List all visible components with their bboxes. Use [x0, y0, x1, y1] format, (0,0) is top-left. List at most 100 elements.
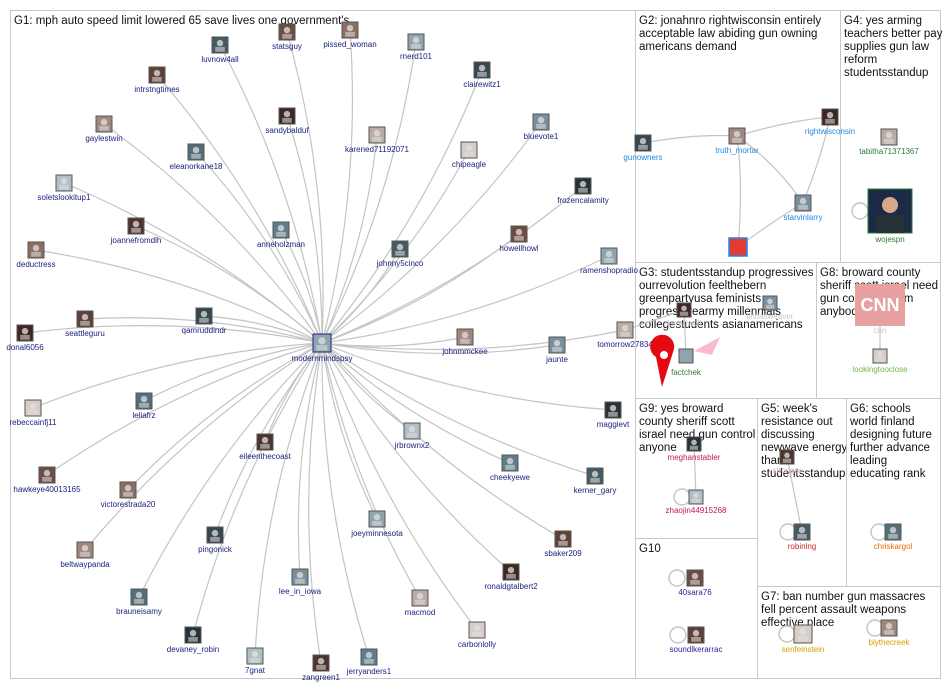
- node-ronaldgtalbert2[interactable]: ronaldgtalbert2: [484, 563, 538, 591]
- node-label: maggievt: [597, 420, 630, 429]
- edge-hub-eleanorkane18: [195, 151, 323, 344]
- node-rebeccainfj11[interactable]: rebeccainfj11: [10, 399, 58, 427]
- node-soundlkerarrac[interactable]: soundlkerarrac: [670, 626, 723, 654]
- node-frozencalamity[interactable]: frozencalamity: [557, 177, 609, 205]
- node-label: jaunte: [545, 355, 568, 364]
- node-intrstngtimes[interactable]: intrstngtimes: [134, 66, 180, 94]
- node-clairewitz1[interactable]: clairewitz1: [463, 61, 501, 89]
- node-avatar-unlabeled[interactable]: [728, 237, 748, 257]
- node-hawkeye40013165[interactable]: hawkeye40013165: [13, 466, 81, 494]
- node-label: clairewitz1: [463, 80, 501, 89]
- node-modernmindspsy[interactable]: modernmindspsy: [292, 333, 353, 363]
- node-40sara76[interactable]: 40sara76: [678, 569, 712, 597]
- node-gunowners[interactable]: gunowners: [623, 134, 663, 162]
- group-panel-g3: [635, 262, 817, 399]
- node-johnmmckee[interactable]: johnmmckee: [441, 328, 488, 356]
- node-leliafrz[interactable]: leliafrz: [132, 392, 156, 420]
- avatar-body: [604, 257, 614, 263]
- node-chriskargol[interactable]: chriskargol: [874, 523, 913, 551]
- avatar-body: [477, 71, 487, 77]
- pin-hole-icon: [660, 351, 668, 359]
- node-robinlng[interactable]: robinlng: [788, 523, 816, 551]
- node-joannefromdlh[interactable]: joannefromdlh: [110, 217, 162, 245]
- group-panels: G1: mph auto speed limit lowered 65 save…: [10, 10, 943, 679]
- node-victorestrada20[interactable]: victorestrada20: [101, 481, 156, 509]
- node-qamruddindr[interactable]: qamruddindr: [182, 307, 227, 335]
- node-ramenshopradio[interactable]: ramenshopradio: [580, 247, 638, 275]
- node-seattleguru[interactable]: seattleguru: [65, 310, 105, 338]
- node-kerner_gary[interactable]: kerner_gary: [574, 467, 617, 495]
- node-lee_in_iowa[interactable]: lee_in_iowa: [279, 568, 322, 596]
- node-devaney_robin[interactable]: devaney_robin: [167, 626, 219, 654]
- edge-hub-jaunte: [321, 342, 558, 354]
- node-label: carbonlolly: [458, 640, 496, 649]
- node-jrbrownx2[interactable]: jrbrownx2: [394, 422, 430, 450]
- avatar-body: [260, 443, 270, 449]
- node-donal6056[interactable]: donal6056: [6, 324, 44, 352]
- node-carbonlolly[interactable]: carbonlolly: [458, 621, 496, 649]
- node-johnny5cinco[interactable]: johnny5cinco: [376, 240, 424, 268]
- node-lookingtooclose[interactable]: lookingtooclose: [852, 348, 908, 374]
- node-eleanorkane18[interactable]: eleanorkane18: [170, 143, 223, 171]
- node-luvnow4all[interactable]: luvnow4all: [201, 36, 239, 64]
- node-7gnat[interactable]: 7gnat: [245, 647, 266, 675]
- node-cheekyewe[interactable]: cheekyewe: [490, 454, 531, 482]
- node-gaylestwin[interactable]: gaylestwin: [85, 115, 123, 143]
- edge-hub-sandybalduf: [286, 115, 323, 344]
- avatar-head: [124, 484, 132, 492]
- node-label: 7gnat: [245, 666, 266, 675]
- node-chipeagle[interactable]: chipeagle: [452, 141, 487, 169]
- node-lindasweaver[interactable]: lindasweaver: [747, 295, 794, 321]
- node-statsguy[interactable]: statsguy: [272, 23, 302, 51]
- nodes: modernmindspsy statsguy pissed_womanluvnow…: [6, 21, 919, 682]
- node-rnerd101[interactable]: rnerd101: [400, 33, 433, 61]
- avatar-body: [460, 338, 470, 344]
- node-truth_mortar[interactable]: truth_mortar: [715, 127, 759, 155]
- node-karened71192071[interactable]: karened71192071: [345, 126, 410, 154]
- avatar-body: [316, 345, 328, 351]
- node-anneholzman[interactable]: anneholzman: [257, 221, 305, 249]
- avatar-head: [507, 566, 515, 574]
- edge-hub-clairewitz1: [321, 69, 483, 344]
- node-howellhowl[interactable]: howellhowl: [499, 225, 539, 253]
- avatar-head: [461, 331, 469, 339]
- node-jerryanders1[interactable]: jerryanders1: [346, 648, 392, 676]
- node-rightwisconsin[interactable]: rightwisconsin: [805, 108, 855, 136]
- avatar-head: [478, 64, 486, 72]
- node-jaunte[interactable]: jaunte: [545, 336, 568, 364]
- node-blythecreek[interactable]: blythecreek: [869, 619, 911, 647]
- node-maggievt[interactable]: maggievt: [597, 401, 630, 429]
- avatar-body: [372, 520, 382, 526]
- node-zhaojin44915268[interactable]: zhaojin44915268: [666, 489, 727, 515]
- node-sbaker209[interactable]: sbaker209: [544, 530, 582, 558]
- node-brauneisamy[interactable]: brauneisamy: [116, 588, 162, 616]
- node-beltwaypanda[interactable]: beltwaypanda: [60, 541, 110, 569]
- node-eileenthecoast[interactable]: eileenthecoast: [239, 433, 292, 461]
- node-pingonick[interactable]: pingonick: [198, 526, 233, 554]
- node-soletslookitup1[interactable]: soletslookitup1: [38, 174, 91, 202]
- node-label: rightwisconsin: [805, 127, 855, 136]
- avatar-body: [215, 46, 225, 52]
- node-joeyminnesota[interactable]: joeyminnesota: [350, 510, 403, 538]
- avatar-head: [153, 69, 161, 77]
- node-label: lookingtooclose: [852, 365, 908, 374]
- node-macmod[interactable]: macmod: [405, 589, 436, 617]
- node-wojespn[interactable]: wojespn: [867, 188, 913, 244]
- node-ferrariwolf[interactable]: ferrariwolf: [666, 302, 702, 328]
- node-deductress[interactable]: deductress: [16, 241, 56, 269]
- node-label: devaney_robin: [167, 645, 219, 654]
- node-starvinlarry[interactable]: starvinlarry: [783, 194, 823, 222]
- node-tabitha71371367[interactable]: tabitha71371367: [859, 128, 919, 156]
- node-pissed_woman[interactable]: pissed_woman: [323, 21, 377, 49]
- node-bluevote1[interactable]: bluevote1: [524, 113, 559, 141]
- node-tomorrow27834[interactable]: tomorrow27834: [597, 321, 653, 349]
- node-senfeinstein[interactable]: senfeinstein: [782, 624, 825, 654]
- avatar-head: [32, 244, 40, 252]
- node-stronger[interactable]: stronger: [772, 449, 802, 475]
- node-label: johnmmckee: [441, 347, 488, 356]
- node-factchek[interactable]: factchek: [650, 334, 720, 387]
- node-meghanstabler[interactable]: meghanstabler: [668, 436, 721, 462]
- node-zangreen1[interactable]: zangreen1: [302, 654, 340, 682]
- node-sandybalduf[interactable]: sandybalduf: [265, 107, 309, 135]
